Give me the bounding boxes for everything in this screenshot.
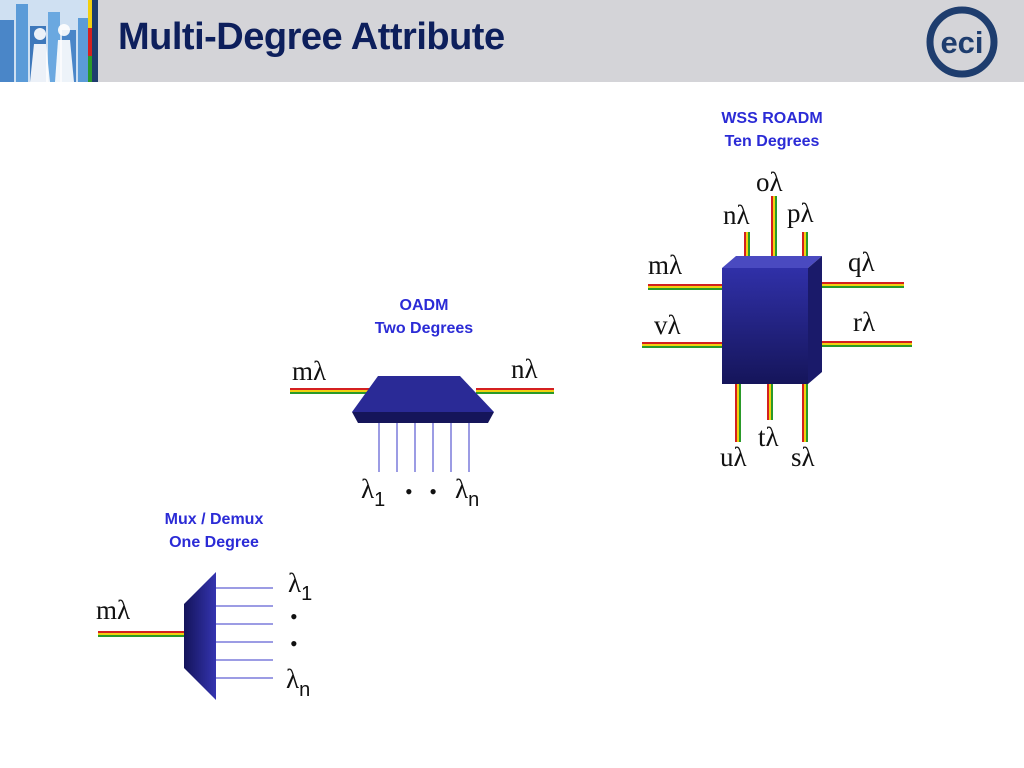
- oadm-drop-lines: [378, 422, 470, 472]
- wss-label-q: qλ: [848, 247, 875, 277]
- oadm-caption-line2: Two Degrees: [374, 320, 474, 337]
- mux-caption: Mux / Demux One Degree: [114, 508, 314, 554]
- oadm-drop-dots: • •: [405, 479, 437, 504]
- mux-out-last: λn: [286, 664, 310, 701]
- page-title: Multi-Degree Attribute: [118, 16, 505, 58]
- wss-caption: WSS ROADM Ten Degrees: [672, 107, 872, 153]
- wss-caption-line1: WSS ROADM: [721, 110, 823, 127]
- logo-text: eci: [940, 25, 983, 60]
- fiber-oadm-east: [476, 388, 554, 394]
- wss-label-r: rλ: [853, 307, 875, 337]
- wss-label-m: mλ: [648, 250, 682, 280]
- wss-caption-line2: Ten Degrees: [724, 133, 820, 150]
- oadm-caption-line1: OADM: [399, 297, 449, 314]
- header-photo-icon: [0, 0, 98, 82]
- wss-label-u: uλ: [720, 442, 747, 472]
- mux-dot-2: •: [290, 631, 298, 656]
- oadm-drop-last: λn: [455, 474, 479, 511]
- mux-out-first: λ1: [288, 568, 312, 605]
- fiber-s: [802, 372, 808, 442]
- fiber-n: [744, 232, 750, 260]
- oadm-box: [352, 376, 494, 423]
- mux-caption-line2: One Degree: [169, 534, 259, 551]
- header-bar: Multi-Degree Attribute eci: [0, 0, 1024, 82]
- wss-label-s: sλ: [791, 442, 815, 472]
- fiber-v: [642, 342, 726, 348]
- fiber-m: [648, 284, 726, 290]
- fiber-oadm-west: [290, 388, 370, 394]
- mux-demux-box: [184, 572, 216, 700]
- wss-label-o: oλ: [756, 167, 783, 197]
- mux-caption-line1: Mux / Demux: [164, 511, 264, 528]
- oadm-fibers: [290, 388, 554, 394]
- fiber-r: [818, 341, 912, 347]
- wss-label-v: vλ: [654, 310, 681, 340]
- fiber-p: [802, 232, 808, 260]
- fiber-q: [818, 282, 904, 288]
- wss-roadm-box: [722, 256, 822, 384]
- mux-out-lines: [215, 587, 273, 679]
- wss-label-n: nλ: [723, 200, 750, 230]
- mux-fiber-in: [98, 631, 186, 637]
- wss-label-p: pλ: [787, 198, 814, 228]
- fiber-o: [771, 196, 777, 258]
- mux-input-label: mλ: [96, 595, 130, 625]
- oadm-drop-first: λ1: [361, 474, 385, 511]
- eci-logo-icon: eci: [926, 6, 998, 78]
- oadm-east-label: nλ: [511, 354, 538, 384]
- fiber-t: [767, 380, 773, 420]
- fiber-u: [735, 380, 741, 442]
- wss-label-t: tλ: [758, 422, 779, 452]
- mux-dot-1: •: [290, 604, 298, 629]
- oadm-caption: OADM Two Degrees: [324, 294, 524, 340]
- wss-fibers: [642, 196, 912, 442]
- oadm-west-label: mλ: [292, 356, 326, 386]
